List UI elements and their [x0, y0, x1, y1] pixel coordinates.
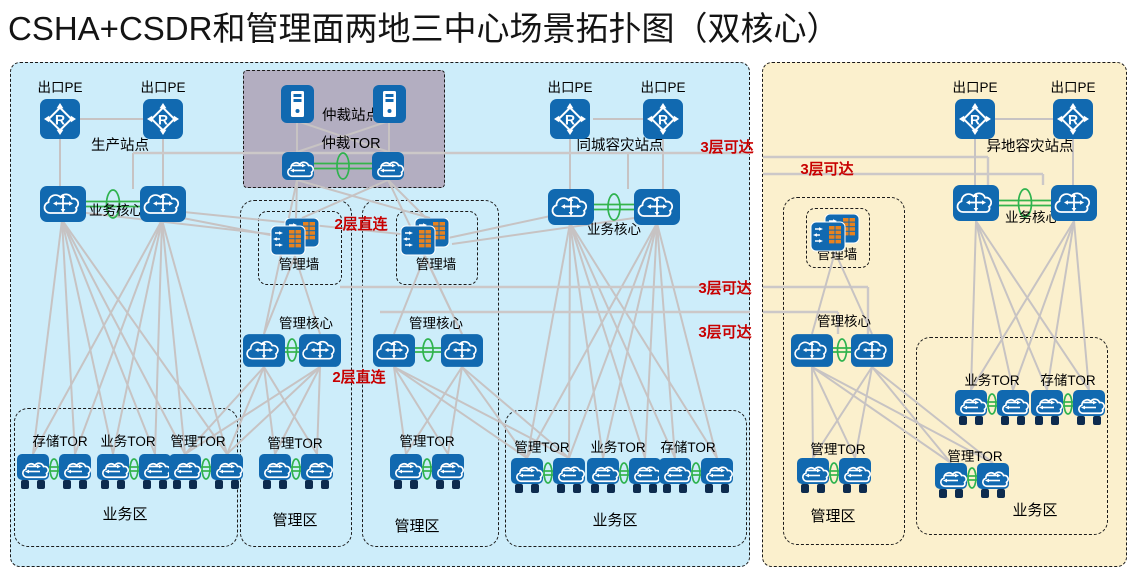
l3-reachable-annotation-4: 3层可达 [698, 324, 752, 341]
management-core-switch-icon [373, 334, 415, 367]
tor-switch-icon [1073, 390, 1105, 426]
tor-switch-icon [97, 454, 129, 490]
l3-reachable-annotation-3: 3层可达 [698, 280, 752, 297]
firewall-icon [400, 218, 450, 256]
server-icon [281, 85, 314, 123]
management-core-switch-icon [851, 334, 893, 367]
tor-switch-icon [935, 463, 967, 499]
business-tor-label-prod: 业务TOR [100, 434, 156, 449]
core-switch-icon [634, 189, 680, 225]
management-core-label-right: 管理核心 [409, 316, 463, 331]
firewall-icon [810, 214, 860, 252]
management-wall-label-right: 管理墙 [415, 257, 457, 272]
exit-pe-label-prod-2: 出口PE [140, 80, 186, 95]
business-zone-label-remote: 业务区 [1012, 502, 1058, 519]
management-tor-label-mzleft: 管理TOR [267, 436, 323, 451]
l3-reachable-annotation-1: 3层可达 [700, 139, 754, 156]
business-tor-label-remote: 业务TOR [964, 373, 1020, 388]
page-title: CSHA+CSDR和管理面两地三中心场景拓扑图（双核心） [8, 10, 840, 47]
management-wall-label-left: 管理墙 [278, 257, 320, 272]
management-tor-label-metro: 管理TOR [514, 440, 570, 455]
exit-pe-label-metro-1: 出口PE [547, 80, 593, 95]
tor-switch-icon [139, 454, 171, 490]
router-icon [143, 99, 183, 139]
management-core-switch-icon [441, 334, 483, 367]
arbitration-site-label: 仲裁站点 [322, 108, 380, 124]
management-tor-label-mzremote: 管理TOR [810, 442, 866, 457]
tor-switch-icon [955, 390, 987, 426]
management-core-label-remote: 管理核心 [817, 314, 871, 329]
tor-switch-icon [587, 458, 619, 494]
metro-dr-site-label: 同城容灾站点 [576, 138, 664, 154]
tor-switch-icon [259, 454, 291, 490]
tor-switch-icon [1031, 390, 1063, 426]
management-tor-label-prod: 管理TOR [170, 434, 226, 449]
management-zone-label-right: 管理区 [394, 518, 440, 535]
tor-switch-icon [211, 454, 243, 490]
management-zone-label-left: 管理区 [272, 512, 318, 529]
tor-switch-icon [301, 454, 333, 490]
server-icon [373, 85, 406, 123]
tor-switch-icon [432, 454, 464, 490]
business-tor-label-metro: 业务TOR [590, 440, 646, 455]
core-switch-icon [548, 189, 594, 225]
tor-switch-icon [659, 458, 691, 494]
router-icon [955, 99, 995, 139]
tor-switch-icon [977, 463, 1009, 499]
core-switch-icon [140, 186, 186, 222]
arbitration-tor-switch-icon [282, 152, 314, 180]
l3-reachable-annotation-2: 3层可达 [800, 161, 854, 178]
exit-pe-label-prod-1: 出口PE [37, 80, 83, 95]
management-core-switch-icon [299, 334, 341, 367]
tor-switch-icon [511, 458, 543, 494]
management-tor-label-mzright: 管理TOR [399, 434, 455, 449]
tor-switch-icon [997, 390, 1029, 426]
l2-direct-annotation-2: 2层直连 [332, 369, 386, 386]
business-zone-label-prod: 业务区 [102, 506, 148, 523]
router-icon [1053, 99, 1093, 139]
l2-direct-annotation-1: 2层直连 [334, 216, 388, 233]
storage-tor-label-metro: 存储TOR [660, 440, 716, 455]
management-zone-label-remote: 管理区 [810, 508, 856, 525]
storage-tor-label-prod: 存储TOR [32, 434, 88, 449]
exit-pe-label-metro-2: 出口PE [640, 80, 686, 95]
core-switch-icon [40, 186, 86, 222]
production-site-label: 生产站点 [91, 138, 149, 154]
router-icon [550, 99, 590, 139]
router-icon [643, 99, 683, 139]
management-core-switch-icon [243, 334, 285, 367]
tor-switch-icon [17, 454, 49, 490]
exit-pe-label-remote-2: 出口PE [1050, 80, 1096, 95]
firewall-icon [270, 218, 320, 256]
tor-switch-icon [59, 454, 91, 490]
management-core-label-left: 管理核心 [279, 316, 333, 331]
arbitration-tor-switch-icon [372, 152, 404, 180]
management-core-switch-icon [791, 334, 833, 367]
business-zone-label-metro: 业务区 [592, 512, 638, 529]
tor-switch-icon [701, 458, 733, 494]
router-icon [40, 99, 80, 139]
tor-switch-icon [797, 458, 829, 494]
management-tor-label-bzremote: 管理TOR [947, 449, 1003, 464]
business-core-label-metro: 业务核心 [587, 222, 641, 237]
exit-pe-label-remote-1: 出口PE [952, 80, 998, 95]
tor-switch-icon [629, 458, 661, 494]
arbitration-tor-label: 仲裁TOR [321, 136, 381, 152]
core-switch-icon [1051, 185, 1097, 221]
tor-switch-icon [390, 454, 422, 490]
arbitration-site-box [243, 70, 445, 188]
storage-tor-label-remote: 存储TOR [1040, 373, 1096, 388]
tor-switch-icon [839, 458, 871, 494]
business-core-label-remote: 业务核心 [1005, 210, 1059, 225]
tor-switch-icon [553, 458, 585, 494]
tor-switch-icon [169, 454, 201, 490]
business-core-label-prod: 业务核心 [89, 203, 143, 218]
core-switch-icon [953, 185, 999, 221]
remote-dr-site-label: 异地容灾站点 [986, 139, 1074, 155]
